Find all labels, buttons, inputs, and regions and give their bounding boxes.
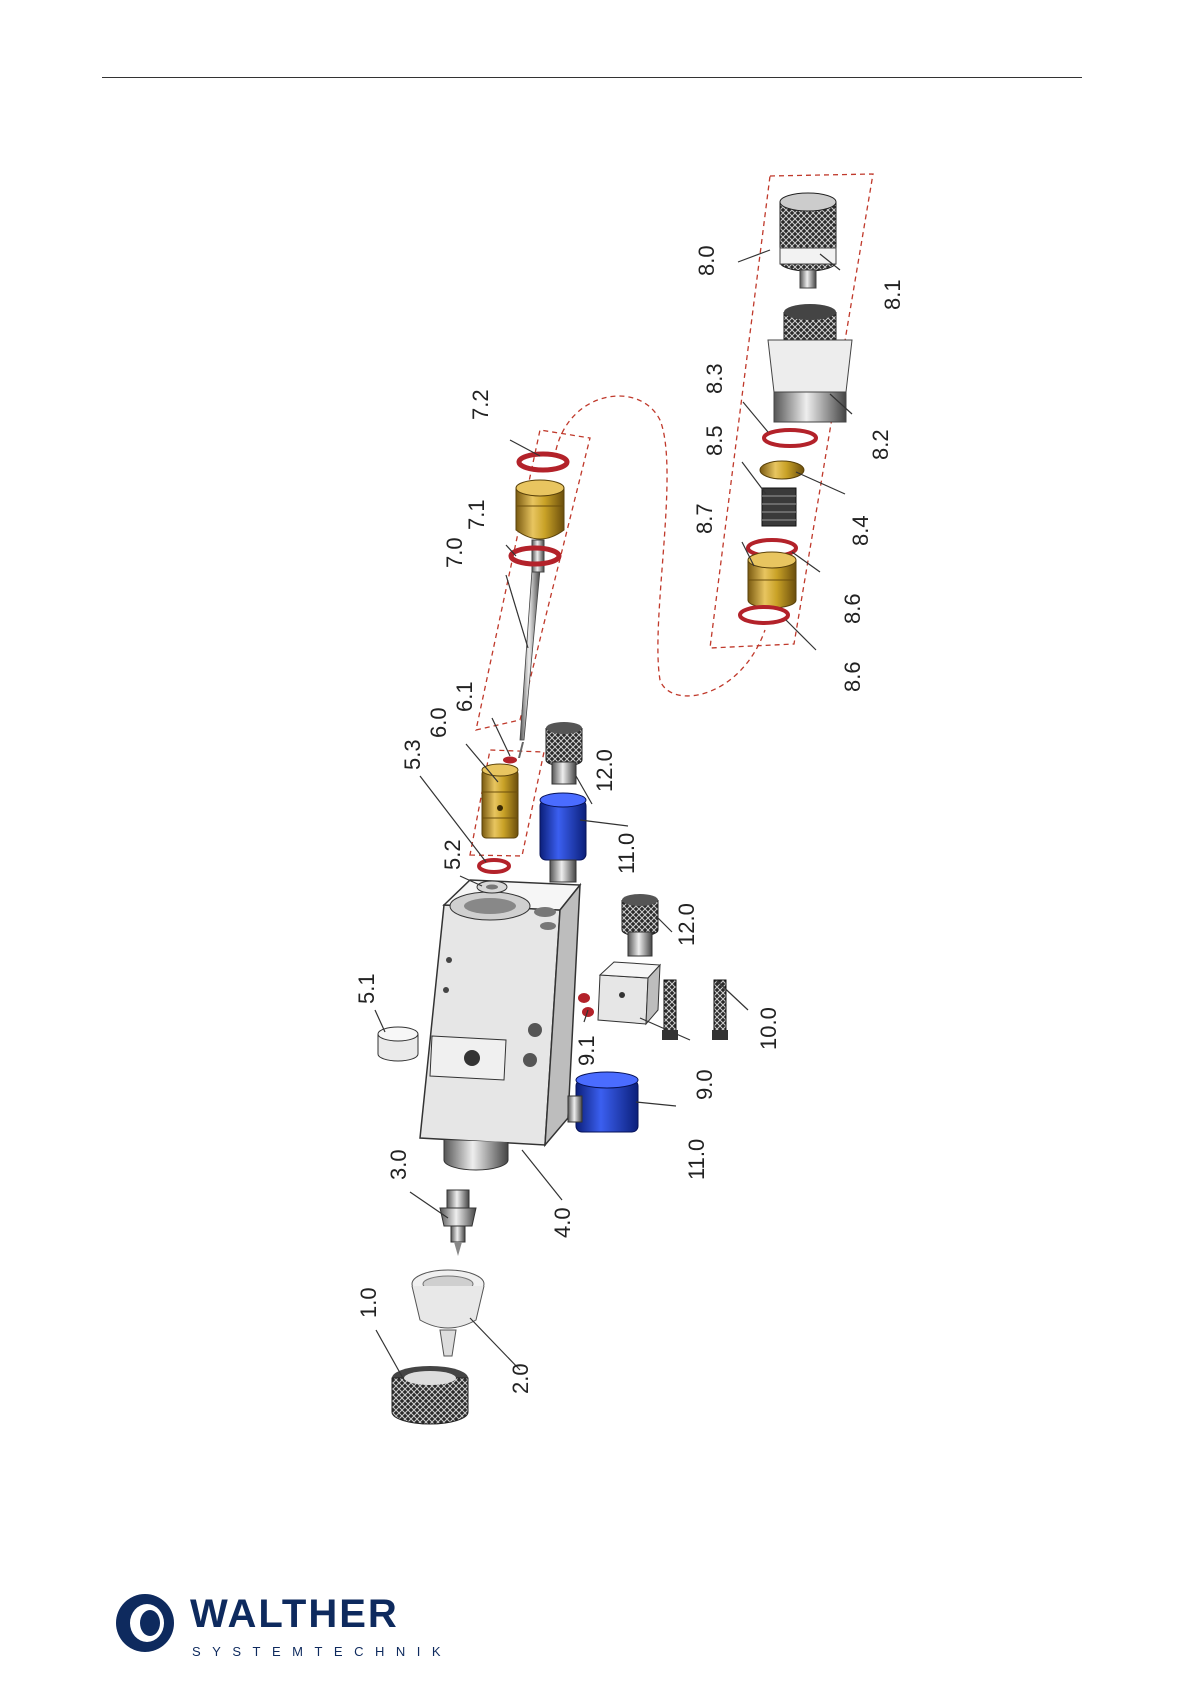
- part-oring-5-3: [479, 860, 509, 872]
- part-brass-cartridge-6-0: [482, 764, 518, 838]
- part-oring-6-1: [503, 757, 517, 764]
- callout-6-1: 6.1: [452, 681, 477, 712]
- part-washer-5-2: [477, 881, 507, 893]
- callout-12-0-upper: 12.0: [592, 749, 617, 792]
- callout-9-0: 9.0: [692, 1069, 717, 1100]
- callout-6-0: 6.0: [426, 707, 451, 738]
- part-oring-8-6-lower: [740, 607, 788, 623]
- callout-9-1: 9.1: [574, 1035, 599, 1066]
- part-blue-knob-11-0-lower: [568, 1072, 638, 1132]
- part-sub-block-9-0: [598, 962, 660, 1024]
- part-oring-9-1-a: [578, 993, 590, 1003]
- callout-8-0: 8.0: [694, 245, 719, 276]
- callout-4-0: 4.0: [550, 1207, 575, 1238]
- callout-12-0-lower: 12.0: [674, 903, 699, 946]
- callout-5-3: 5.3: [400, 739, 425, 770]
- callout-1-0: 1.0: [356, 1287, 381, 1318]
- part-air-cap-2-0: [412, 1270, 484, 1356]
- callout-5-1: 5.1: [354, 973, 379, 1004]
- brand-name: WALTHER: [190, 1594, 399, 1634]
- callout-11-0-lower: 11.0: [684, 1139, 709, 1180]
- callout-8-6-upper: 8.6: [840, 593, 865, 624]
- part-oring-8-3: [764, 430, 816, 446]
- part-fitting-8-2: [768, 304, 852, 422]
- part-knurled-nut-1-0: [392, 1366, 468, 1424]
- callout-3-0: 3.0: [386, 1149, 411, 1180]
- part-brass-seat-8-7: [748, 552, 796, 608]
- part-sleeve-5-1: [378, 1027, 418, 1061]
- callout-7-0: 7.0: [442, 537, 467, 568]
- part-needle-7-0: [518, 540, 544, 758]
- callout-2-0: 2.0: [508, 1363, 533, 1394]
- part-oring-7-2: [519, 454, 567, 470]
- callout-8-5: 8.5: [702, 425, 727, 456]
- part-disc-8-4: [760, 461, 804, 479]
- callout-8-4: 8.4: [848, 515, 873, 546]
- brand-subline: SYSTEMTECHNIK: [192, 1644, 452, 1659]
- callout-7-2: 7.2: [468, 389, 493, 420]
- callout-8-7: 8.7: [692, 503, 717, 534]
- walther-logo-icon: [114, 1592, 176, 1654]
- part-nozzle-3-0: [440, 1190, 476, 1256]
- part-fitting-12-0-upper: [546, 722, 582, 784]
- callout-10-0: 10.0: [756, 1007, 781, 1050]
- callout-8-1: 8.1: [880, 279, 905, 310]
- callout-11-0-upper: 11.0: [614, 833, 639, 874]
- callout-8-2: 8.2: [868, 429, 893, 460]
- callout-8-6-lower: 8.6: [840, 661, 865, 692]
- part-fitting-12-0-lower: [622, 894, 658, 956]
- part-spring-8-5: [762, 488, 796, 526]
- part-blue-knob-11-0-upper: [540, 793, 586, 882]
- flow-connector: [556, 396, 765, 696]
- part-filter-8-1: [780, 193, 836, 288]
- callout-8-3: 8.3: [702, 363, 727, 394]
- callout-5-2: 5.2: [440, 839, 465, 870]
- callout-7-1: 7.1: [464, 499, 489, 530]
- part-brass-piston-7-1: [516, 480, 564, 539]
- part-valve-block-4-0: [420, 880, 580, 1170]
- part-oring-9-1-b: [582, 1007, 594, 1017]
